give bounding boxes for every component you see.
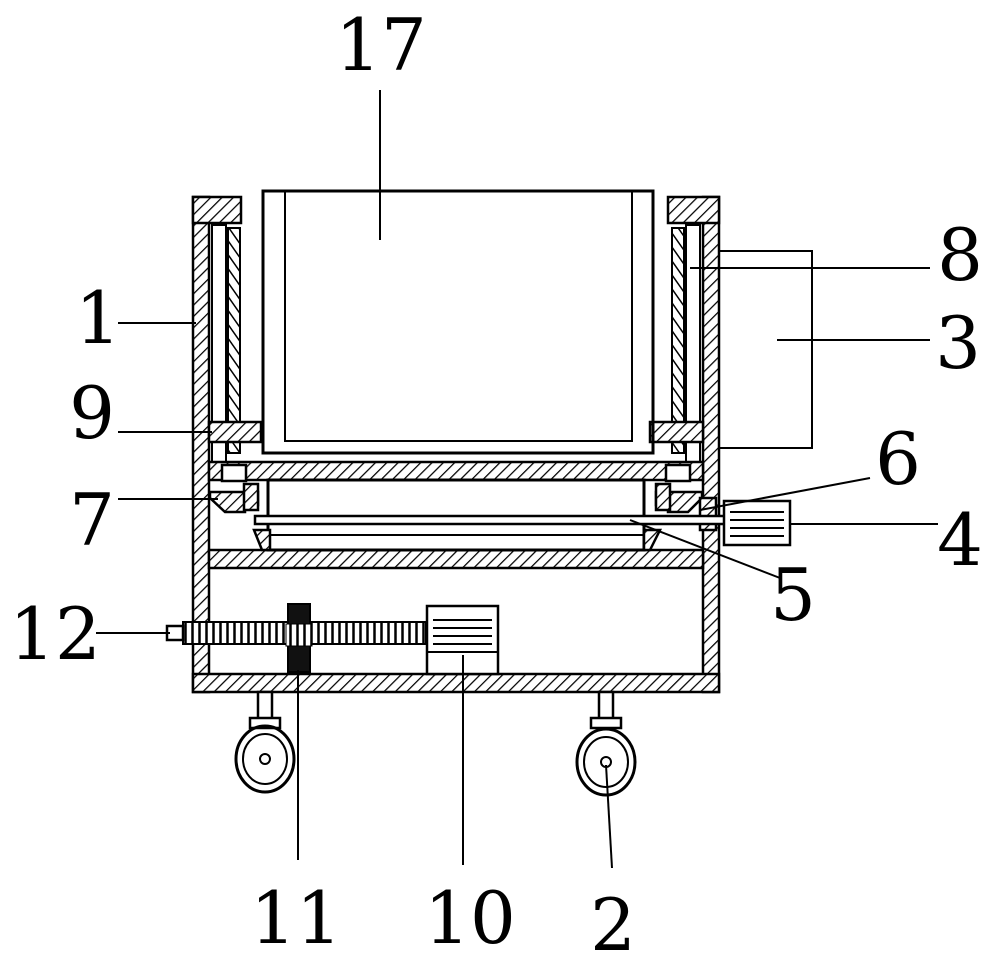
left-bearing xyxy=(220,463,248,483)
part-labels: 17 1 9 7 12 8 3 6 4 5 11 10 2 xyxy=(9,3,983,967)
gear-chamber xyxy=(208,478,737,552)
box xyxy=(261,189,655,455)
label-6: 6 xyxy=(875,417,921,501)
label-11: 11 xyxy=(250,876,342,960)
label-2: 2 xyxy=(590,883,636,967)
label-7: 7 xyxy=(69,478,115,562)
right-guide-channel xyxy=(685,224,701,463)
label-10: 10 xyxy=(424,876,516,960)
box-outer xyxy=(261,189,655,455)
motor-4-body xyxy=(722,499,792,547)
left-screw-rod xyxy=(227,227,241,454)
platform-plate xyxy=(207,460,705,482)
right-screw-rod xyxy=(671,227,685,454)
label-12: 12 xyxy=(9,592,101,676)
leader-2 xyxy=(605,764,613,869)
right-wheel xyxy=(575,690,637,797)
left-wall xyxy=(191,195,211,694)
bottom-plate xyxy=(191,672,721,694)
box-inner xyxy=(284,190,633,442)
transverse-shaft xyxy=(253,514,737,526)
left-wheel xyxy=(234,690,296,794)
label-1: 1 xyxy=(75,276,121,360)
leader-5 xyxy=(629,519,781,579)
frame xyxy=(191,195,721,694)
control-box-body xyxy=(718,250,813,449)
label-3: 3 xyxy=(935,301,981,385)
label-9: 9 xyxy=(69,371,115,455)
middle-partition xyxy=(207,548,705,570)
right-wall xyxy=(701,195,721,694)
rod-bearings xyxy=(220,463,692,483)
lead-screw-assembly xyxy=(165,603,500,676)
label-17: 17 xyxy=(335,3,427,87)
left-nut-block xyxy=(207,420,263,444)
left-guide-channel xyxy=(211,224,227,463)
nut-mid-gap xyxy=(285,623,313,647)
label-4: 4 xyxy=(937,498,983,582)
screw-rods xyxy=(227,227,685,454)
label-8: 8 xyxy=(937,213,983,297)
motor-4 xyxy=(722,499,792,547)
wheels xyxy=(234,690,637,797)
right-top-cap xyxy=(666,195,721,225)
left-top-cap xyxy=(191,195,243,225)
label-5: 5 xyxy=(770,553,816,637)
control-box xyxy=(718,250,813,449)
nut-blocks xyxy=(207,420,705,444)
leader-6 xyxy=(699,477,871,511)
right-nut-block xyxy=(648,420,705,444)
leader-lines xyxy=(96,90,938,869)
right-bearing xyxy=(664,463,692,483)
